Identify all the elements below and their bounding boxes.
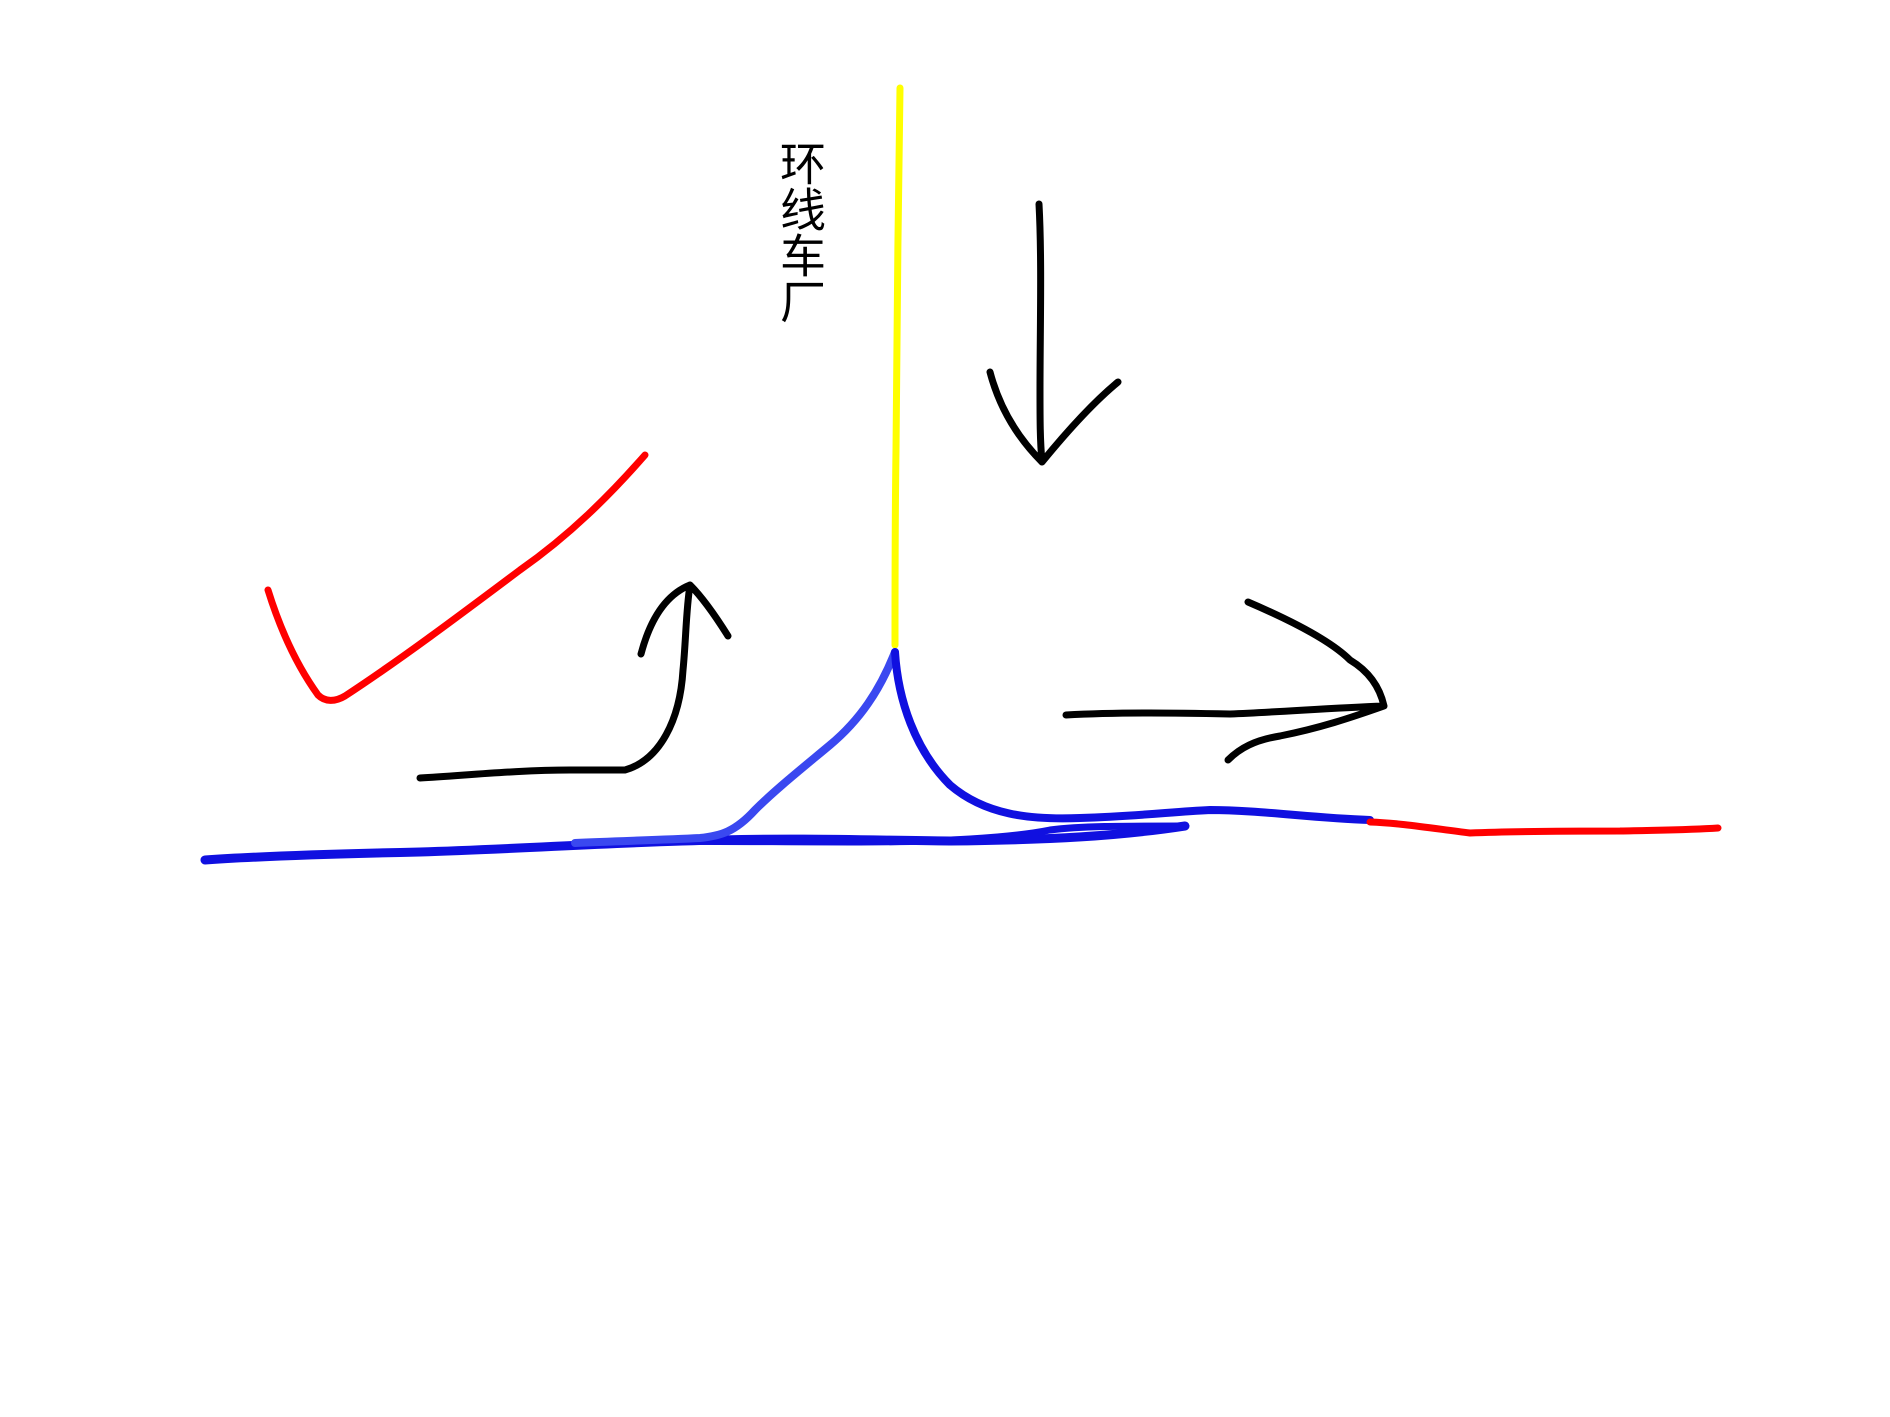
depot-track-yellow bbox=[891, 84, 904, 649]
arrow-up-left bbox=[416, 581, 732, 782]
branch-curve-right bbox=[891, 648, 1374, 824]
arrow-down bbox=[986, 200, 1122, 466]
depot-label: 环线车厂 bbox=[773, 140, 827, 324]
red-extension-right bbox=[1366, 818, 1722, 837]
branch-curve-left bbox=[571, 648, 899, 847]
red-checkmark bbox=[264, 451, 649, 704]
arrow-right bbox=[1062, 598, 1388, 764]
